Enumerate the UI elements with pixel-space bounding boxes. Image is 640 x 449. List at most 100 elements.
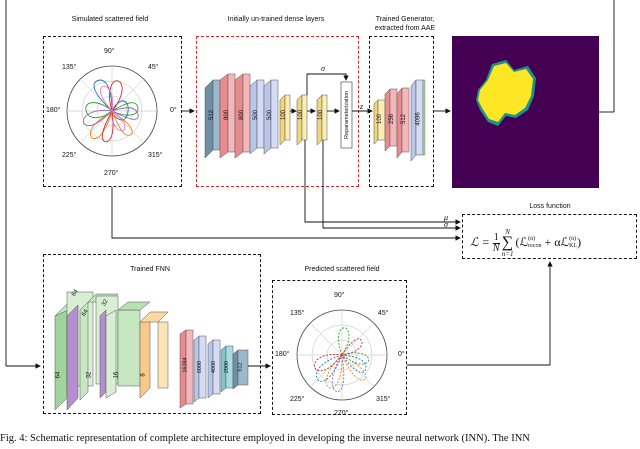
sigma-arrow xyxy=(322,140,461,231)
formula-lhs: ℒ = xyxy=(470,234,493,249)
mu-arrow xyxy=(304,140,461,225)
fnn-label-2000: 2000 xyxy=(224,360,231,374)
top-angle-225: 225° xyxy=(62,152,77,159)
bottom-lobe-green xyxy=(338,327,370,365)
top-lobe-pink xyxy=(99,85,126,132)
top-angle-45: 45° xyxy=(148,64,159,71)
z-symbol: z xyxy=(360,102,364,111)
dense-label-500b: 500 xyxy=(267,109,274,121)
reparam-label: Reparameterization xyxy=(344,91,350,139)
formula-recon-scripts: (n)recon xyxy=(528,236,541,250)
fnn-label-32a: 32 xyxy=(86,371,93,379)
fnn-label-8: 8 xyxy=(140,373,147,377)
fnn-label-512: 512 xyxy=(237,362,244,372)
generator-title-line1: Trained Generator, xyxy=(375,16,435,23)
polar-plot-bottom xyxy=(296,309,388,401)
formula-kl-scripts: (n)KL xyxy=(569,236,577,250)
connectors xyxy=(5,0,615,369)
formula-body: (ℒ xyxy=(515,234,529,249)
top-angle-180: 180° xyxy=(46,107,61,114)
predicted-field-box xyxy=(272,280,407,415)
simulated-field-title: Simulated scattered field xyxy=(71,16,149,23)
fnn-label-64a: 64 xyxy=(55,371,62,379)
top-angle-0: 0° xyxy=(170,107,177,114)
gen-label-512: 512 xyxy=(401,113,408,125)
dense-layers-box xyxy=(196,36,359,187)
formula-close: ) xyxy=(577,234,582,249)
sim-to-loss-arrow xyxy=(111,187,461,241)
fnn-label-16384: 16384 xyxy=(182,357,189,373)
fnn-block-512 xyxy=(237,349,249,386)
dense-label-512: 512 xyxy=(209,109,216,121)
bottom-angle-45: 45° xyxy=(378,310,389,317)
sigma-symbol: σ xyxy=(444,220,448,229)
figure-caption: Fig. 4: Schematic representation of comp… xyxy=(0,433,530,444)
dense-block-100c xyxy=(321,94,328,141)
bottom-angle-270: 270° xyxy=(334,410,349,417)
fnn-block-8 xyxy=(157,321,169,389)
fnn-label-16: 16 xyxy=(113,371,120,379)
dense-label-500a: 500 xyxy=(253,109,260,121)
dense-layer-blocks xyxy=(204,73,353,159)
formula-kl-sup: (n) xyxy=(569,236,577,242)
dense-block-100b xyxy=(301,94,308,141)
top-angle-315: 315° xyxy=(148,152,163,159)
bottom-angle-135: 135° xyxy=(290,310,305,317)
dense-layers-title: Initially un-trained dense layers xyxy=(227,16,325,23)
fnn-label-4000: 4000 xyxy=(211,360,218,374)
bottom-lobe-purple xyxy=(331,353,345,393)
formula-sum-bottom: n=1 xyxy=(501,250,514,258)
fnn-block-16 xyxy=(117,309,141,387)
generator-title-line2: extracted from AAE xyxy=(374,25,436,32)
sigma-top-symbol: σ xyxy=(321,64,325,73)
dense-label-800b: 800 xyxy=(239,109,246,121)
predicted-field-title: Predicted scattered field xyxy=(304,266,380,273)
top-angle-90: 90° xyxy=(104,48,115,55)
pred-to-loss-arrow xyxy=(407,261,553,366)
sigma-loop-arrow xyxy=(306,73,349,95)
formula-recon-sub: recon xyxy=(528,243,542,249)
loss-function-title: Loss function xyxy=(529,203,571,210)
bottom-angle-180: 180° xyxy=(275,351,290,358)
bottom-angle-90: 90° xyxy=(334,292,345,299)
fnn-box xyxy=(43,254,261,414)
mu-symbol: μ xyxy=(444,213,449,222)
formula-recon-sup: (n) xyxy=(528,236,536,242)
gen-label-256: 256 xyxy=(389,113,396,125)
reparam-block xyxy=(340,81,353,149)
generator-layer-blocks xyxy=(373,79,426,162)
fnn-block-4000 xyxy=(212,339,221,395)
fnn-label-6000: 6000 xyxy=(197,360,204,374)
dense-label-800a: 800 xyxy=(224,109,231,121)
sum-sign: ∑ xyxy=(501,234,514,251)
formula-plus-alpha: + αℒ xyxy=(541,234,570,249)
dense-block-500b xyxy=(270,79,279,149)
top-angle-270: 270° xyxy=(104,170,119,177)
bottom-angle-225: 225° xyxy=(290,396,305,403)
fnn-block-16384 xyxy=(185,329,194,405)
fnn-layer-blocks xyxy=(54,291,249,411)
fnn-title: Trained FNN xyxy=(130,266,170,273)
simulated-field-box xyxy=(43,36,182,187)
dense-label-100b: 100 xyxy=(298,109,305,121)
fnn-block-6000 xyxy=(198,335,207,399)
gen-label-4096: 4096 xyxy=(415,112,422,126)
gen-block-512 xyxy=(401,87,410,153)
formula-frac-den: N xyxy=(492,242,500,254)
bottom-angle-0: 0° xyxy=(398,351,405,358)
gen-label-100: 100 xyxy=(377,113,384,125)
polar-plot-top xyxy=(66,65,158,157)
dense-block-100a xyxy=(284,94,291,141)
output-shape-image xyxy=(452,36,599,188)
top-angle-135: 135° xyxy=(62,64,77,71)
formula-sum: N∑n=1 xyxy=(502,228,514,258)
dense-label-100c: 100 xyxy=(318,109,325,121)
formula-kl-sub: KL xyxy=(569,243,578,249)
formula-sum-top: N xyxy=(505,228,510,236)
dense-label-100a: 100 xyxy=(281,109,288,121)
bottom-angle-315: 315° xyxy=(376,396,391,403)
formula-frac-num: 1 xyxy=(492,231,500,244)
